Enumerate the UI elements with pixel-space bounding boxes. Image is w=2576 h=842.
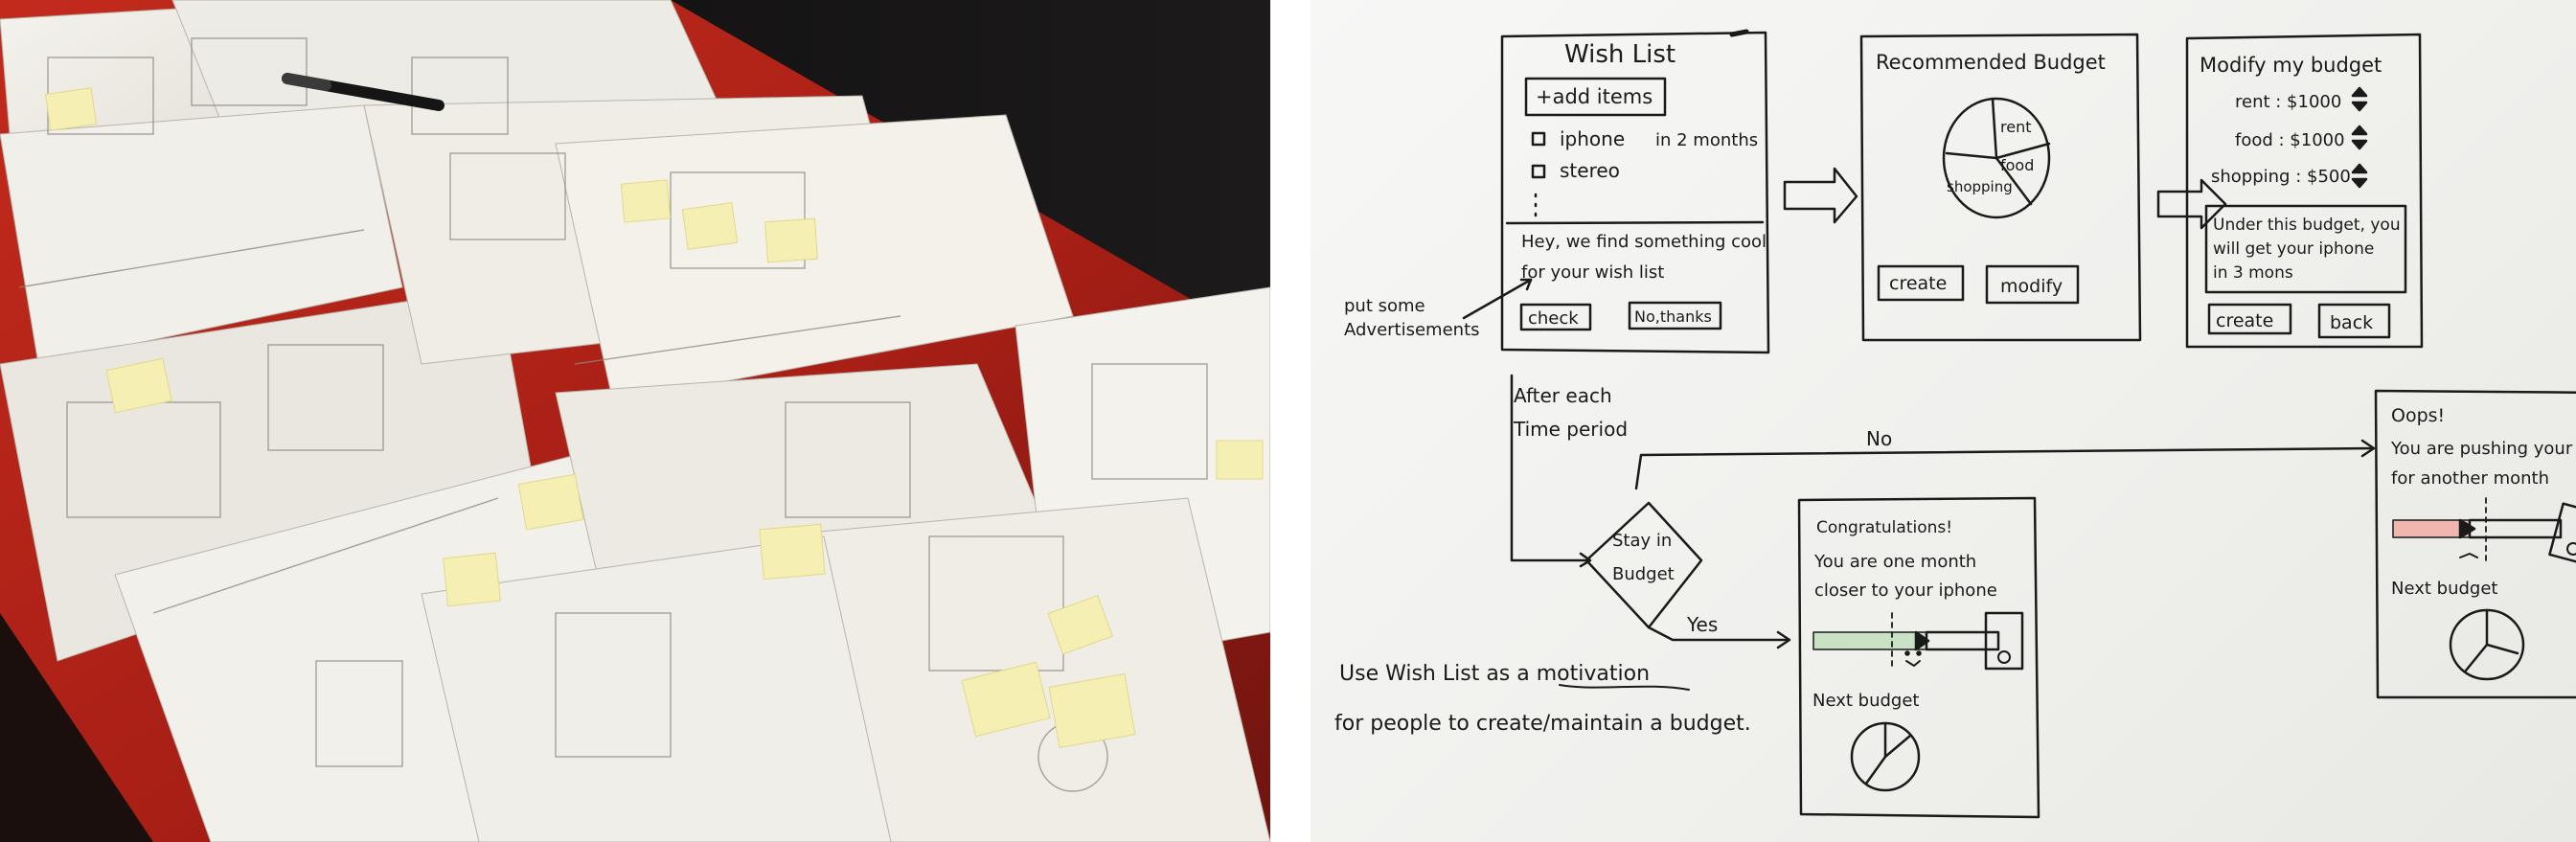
congrats-line-2: closer to your iphone bbox=[1814, 580, 1997, 601]
modify-frame bbox=[2185, 33, 2424, 349]
oops-next-budget: Next budget bbox=[2391, 579, 2497, 599]
congrats-line-1: You are one month bbox=[1813, 552, 1976, 572]
storyboard-sketch: Wish List +add items iphone in 2 months … bbox=[1311, 0, 2576, 842]
wishlist-item-stereo: stereo bbox=[1560, 159, 1620, 182]
motivation-underline bbox=[1559, 684, 1690, 691]
congrats-title: Congratulations! bbox=[1816, 518, 1952, 537]
oops-line-2: for another month bbox=[2391, 468, 2549, 489]
create-button-outline bbox=[1877, 264, 1965, 302]
ads-annotation-line-2: Advertisements bbox=[1344, 320, 1480, 340]
recommended-create-label: create bbox=[1889, 273, 1947, 294]
ads-annotation-line-1: put some bbox=[1344, 296, 1425, 316]
promo-line-1: Hey, we find something cool bbox=[1521, 232, 1767, 252]
promo-line-2: for your wish list bbox=[1521, 262, 1664, 283]
recommended-modify-label: modify bbox=[2000, 276, 2063, 297]
recommended-frame bbox=[1859, 33, 2142, 342]
wishlist-divider bbox=[1505, 220, 1765, 225]
oops-line-1: You are pushing your iphone bbox=[2390, 439, 2576, 459]
decision-line-2: Budget bbox=[1612, 564, 1675, 584]
wishlist-item-eta: in 2 months bbox=[1655, 130, 1758, 150]
flow-arrow-1 bbox=[1783, 167, 1858, 224]
motivation-line-1: Use Wish List as a motivation bbox=[1339, 662, 1650, 686]
congrats-progress-empty bbox=[1925, 630, 2000, 651]
motivation-line-2: for people to create/maintain a budget. bbox=[1334, 712, 1751, 736]
yes-branch-line bbox=[1647, 626, 1790, 642]
budget-spinners bbox=[2351, 86, 2368, 189]
modify-note-line-1: Under this budget, you bbox=[2213, 216, 2401, 235]
decision-diamond bbox=[1584, 501, 1703, 629]
storyboard-drawing: Wish List +add items iphone in 2 months … bbox=[1334, 29, 2576, 819]
modify-create-label: create bbox=[2216, 310, 2273, 331]
check-label: check bbox=[1528, 308, 1579, 329]
congrats-frame bbox=[1797, 496, 2040, 819]
pie-label-rent: rent bbox=[2000, 118, 2031, 136]
modify-note-line-3: in 3 mons bbox=[2213, 263, 2293, 283]
iphone-checkbox bbox=[1531, 131, 1546, 147]
table-shadow bbox=[0, 613, 153, 842]
pen bbox=[282, 73, 445, 111]
yes-branch-label: Yes bbox=[1686, 613, 1718, 636]
congrats-next-budget: Next budget bbox=[1812, 691, 1919, 711]
back-button-outline bbox=[2317, 303, 2391, 339]
wishlist-frame bbox=[1500, 31, 1770, 354]
flow-arrow-2 bbox=[2156, 178, 2227, 230]
modify-back-label: back bbox=[2330, 312, 2373, 333]
budget-note-box bbox=[2204, 204, 2407, 294]
modify-create-button-outline bbox=[2207, 303, 2292, 335]
pie-label-shopping: shopping bbox=[1947, 178, 2013, 195]
after-each-line-1: After each bbox=[1514, 384, 1612, 407]
recommended-title: Recommended Budget bbox=[1876, 51, 2106, 74]
check-button-outline bbox=[1519, 303, 1592, 331]
wishlist-item-iphone: iphone bbox=[1560, 127, 1625, 150]
after-each-line-2: Time period bbox=[1513, 418, 1628, 441]
sticky-notes bbox=[45, 87, 1264, 749]
prototype-photo-drawing bbox=[0, 0, 1270, 842]
ads-pointer-arrow bbox=[1462, 278, 1533, 320]
modify-shopping: shopping : $500 bbox=[2211, 167, 2351, 187]
no-thanks-button-outline bbox=[1628, 301, 1722, 330]
modify-note-line-2: will get your iphone bbox=[2213, 239, 2374, 259]
oops-progress-filled bbox=[2392, 519, 2471, 538]
modify-food: food : $1000 bbox=[2235, 130, 2345, 150]
modify-rent: rent : $1000 bbox=[2235, 92, 2341, 112]
decision-line-1: Stay in bbox=[1612, 531, 1672, 551]
no-branch-label: No bbox=[1866, 427, 1892, 450]
prototype-photo bbox=[0, 0, 1270, 842]
add-items-label: +add items bbox=[1536, 85, 1653, 108]
iphone-drawing bbox=[1984, 611, 2024, 671]
congrats-progress-filled bbox=[1812, 631, 1927, 650]
stereo-checkbox bbox=[1531, 164, 1546, 179]
oops-title: Oops! bbox=[2391, 405, 2445, 426]
wishlist-title: Wish List bbox=[1564, 40, 1676, 69]
modify-button-outline bbox=[1985, 264, 2080, 305]
oops-iphone-drawing bbox=[2548, 502, 2576, 566]
add-items-button-outline bbox=[1524, 77, 1667, 117]
modify-title: Modify my budget bbox=[2200, 54, 2382, 77]
no-branch-line bbox=[1634, 446, 2374, 490]
oops-progress-empty bbox=[2468, 518, 2563, 539]
oops-frame bbox=[2374, 389, 2576, 699]
pie-label-food: food bbox=[2000, 156, 2034, 174]
budget-pie-chart bbox=[1942, 97, 2051, 219]
flow-line-from-start bbox=[1510, 374, 1588, 562]
no-thanks-label: No,thanks bbox=[1634, 307, 1712, 326]
